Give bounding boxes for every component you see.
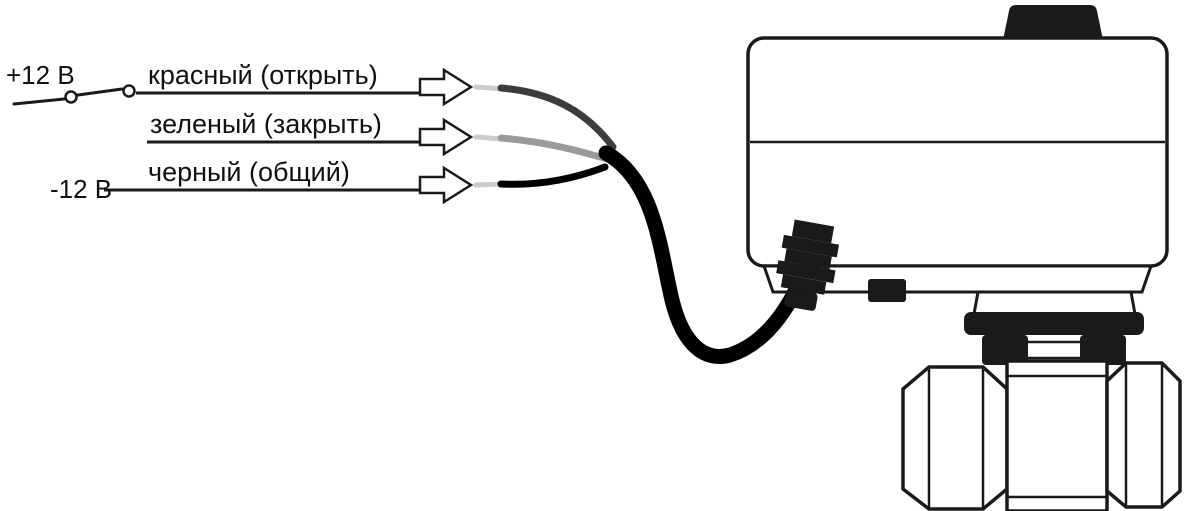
red-wire-path bbox=[497, 84, 617, 151]
switch-terminal-right bbox=[122, 84, 136, 98]
red-wire-arrow-icon bbox=[418, 67, 474, 107]
actuator-button bbox=[868, 279, 906, 302]
valve-drawing bbox=[901, 335, 1182, 511]
black-wire-arrow-icon bbox=[418, 165, 474, 205]
switch-lead-line bbox=[12, 97, 66, 106]
minus12v-label: -12 В bbox=[50, 174, 112, 204]
switch-lever-line bbox=[76, 87, 124, 97]
green-wire-label: зеленый (закрыть) bbox=[150, 109, 382, 139]
gland-rib-4 bbox=[776, 260, 836, 284]
green-wire-arrow-icon bbox=[418, 117, 474, 157]
black-wire-path bbox=[497, 163, 609, 188]
packing-nut-right bbox=[1080, 335, 1126, 365]
gland-rib-3 bbox=[784, 248, 832, 270]
valve-union-nut-left bbox=[901, 365, 1009, 511]
switch-symbol bbox=[12, 84, 136, 106]
valve-body-center bbox=[1005, 359, 1109, 511]
mounting-band bbox=[964, 312, 1144, 335]
plus12v-label: +12 В bbox=[6, 60, 75, 90]
arrow-icons bbox=[418, 67, 474, 205]
gland-rib-5 bbox=[780, 274, 827, 295]
gland-rib-6 bbox=[784, 288, 818, 311]
red-wire-label: красный (открыть) bbox=[148, 60, 378, 90]
black-wire-label: черный (общий) bbox=[148, 157, 350, 187]
green-wire-path bbox=[497, 134, 611, 163]
gland-rib-2 bbox=[781, 234, 840, 258]
actuator-drawing bbox=[746, 5, 1169, 335]
cable-path bbox=[598, 145, 805, 364]
flexible-wires bbox=[497, 84, 805, 364]
valve-union-nut-right bbox=[1105, 361, 1182, 509]
actuator-neck-right-line bbox=[1129, 291, 1137, 315]
actuator-top-switch bbox=[1003, 5, 1103, 40]
packing-nut-left bbox=[982, 335, 1028, 365]
wire-lead-lines bbox=[104, 91, 419, 192]
actuator-base-plate bbox=[761, 264, 1154, 294]
switch-terminal-left bbox=[64, 90, 78, 104]
cable-gland bbox=[776, 219, 840, 311]
actuator-neck-left-line bbox=[972, 291, 980, 315]
gland-rib-1 bbox=[791, 219, 835, 244]
